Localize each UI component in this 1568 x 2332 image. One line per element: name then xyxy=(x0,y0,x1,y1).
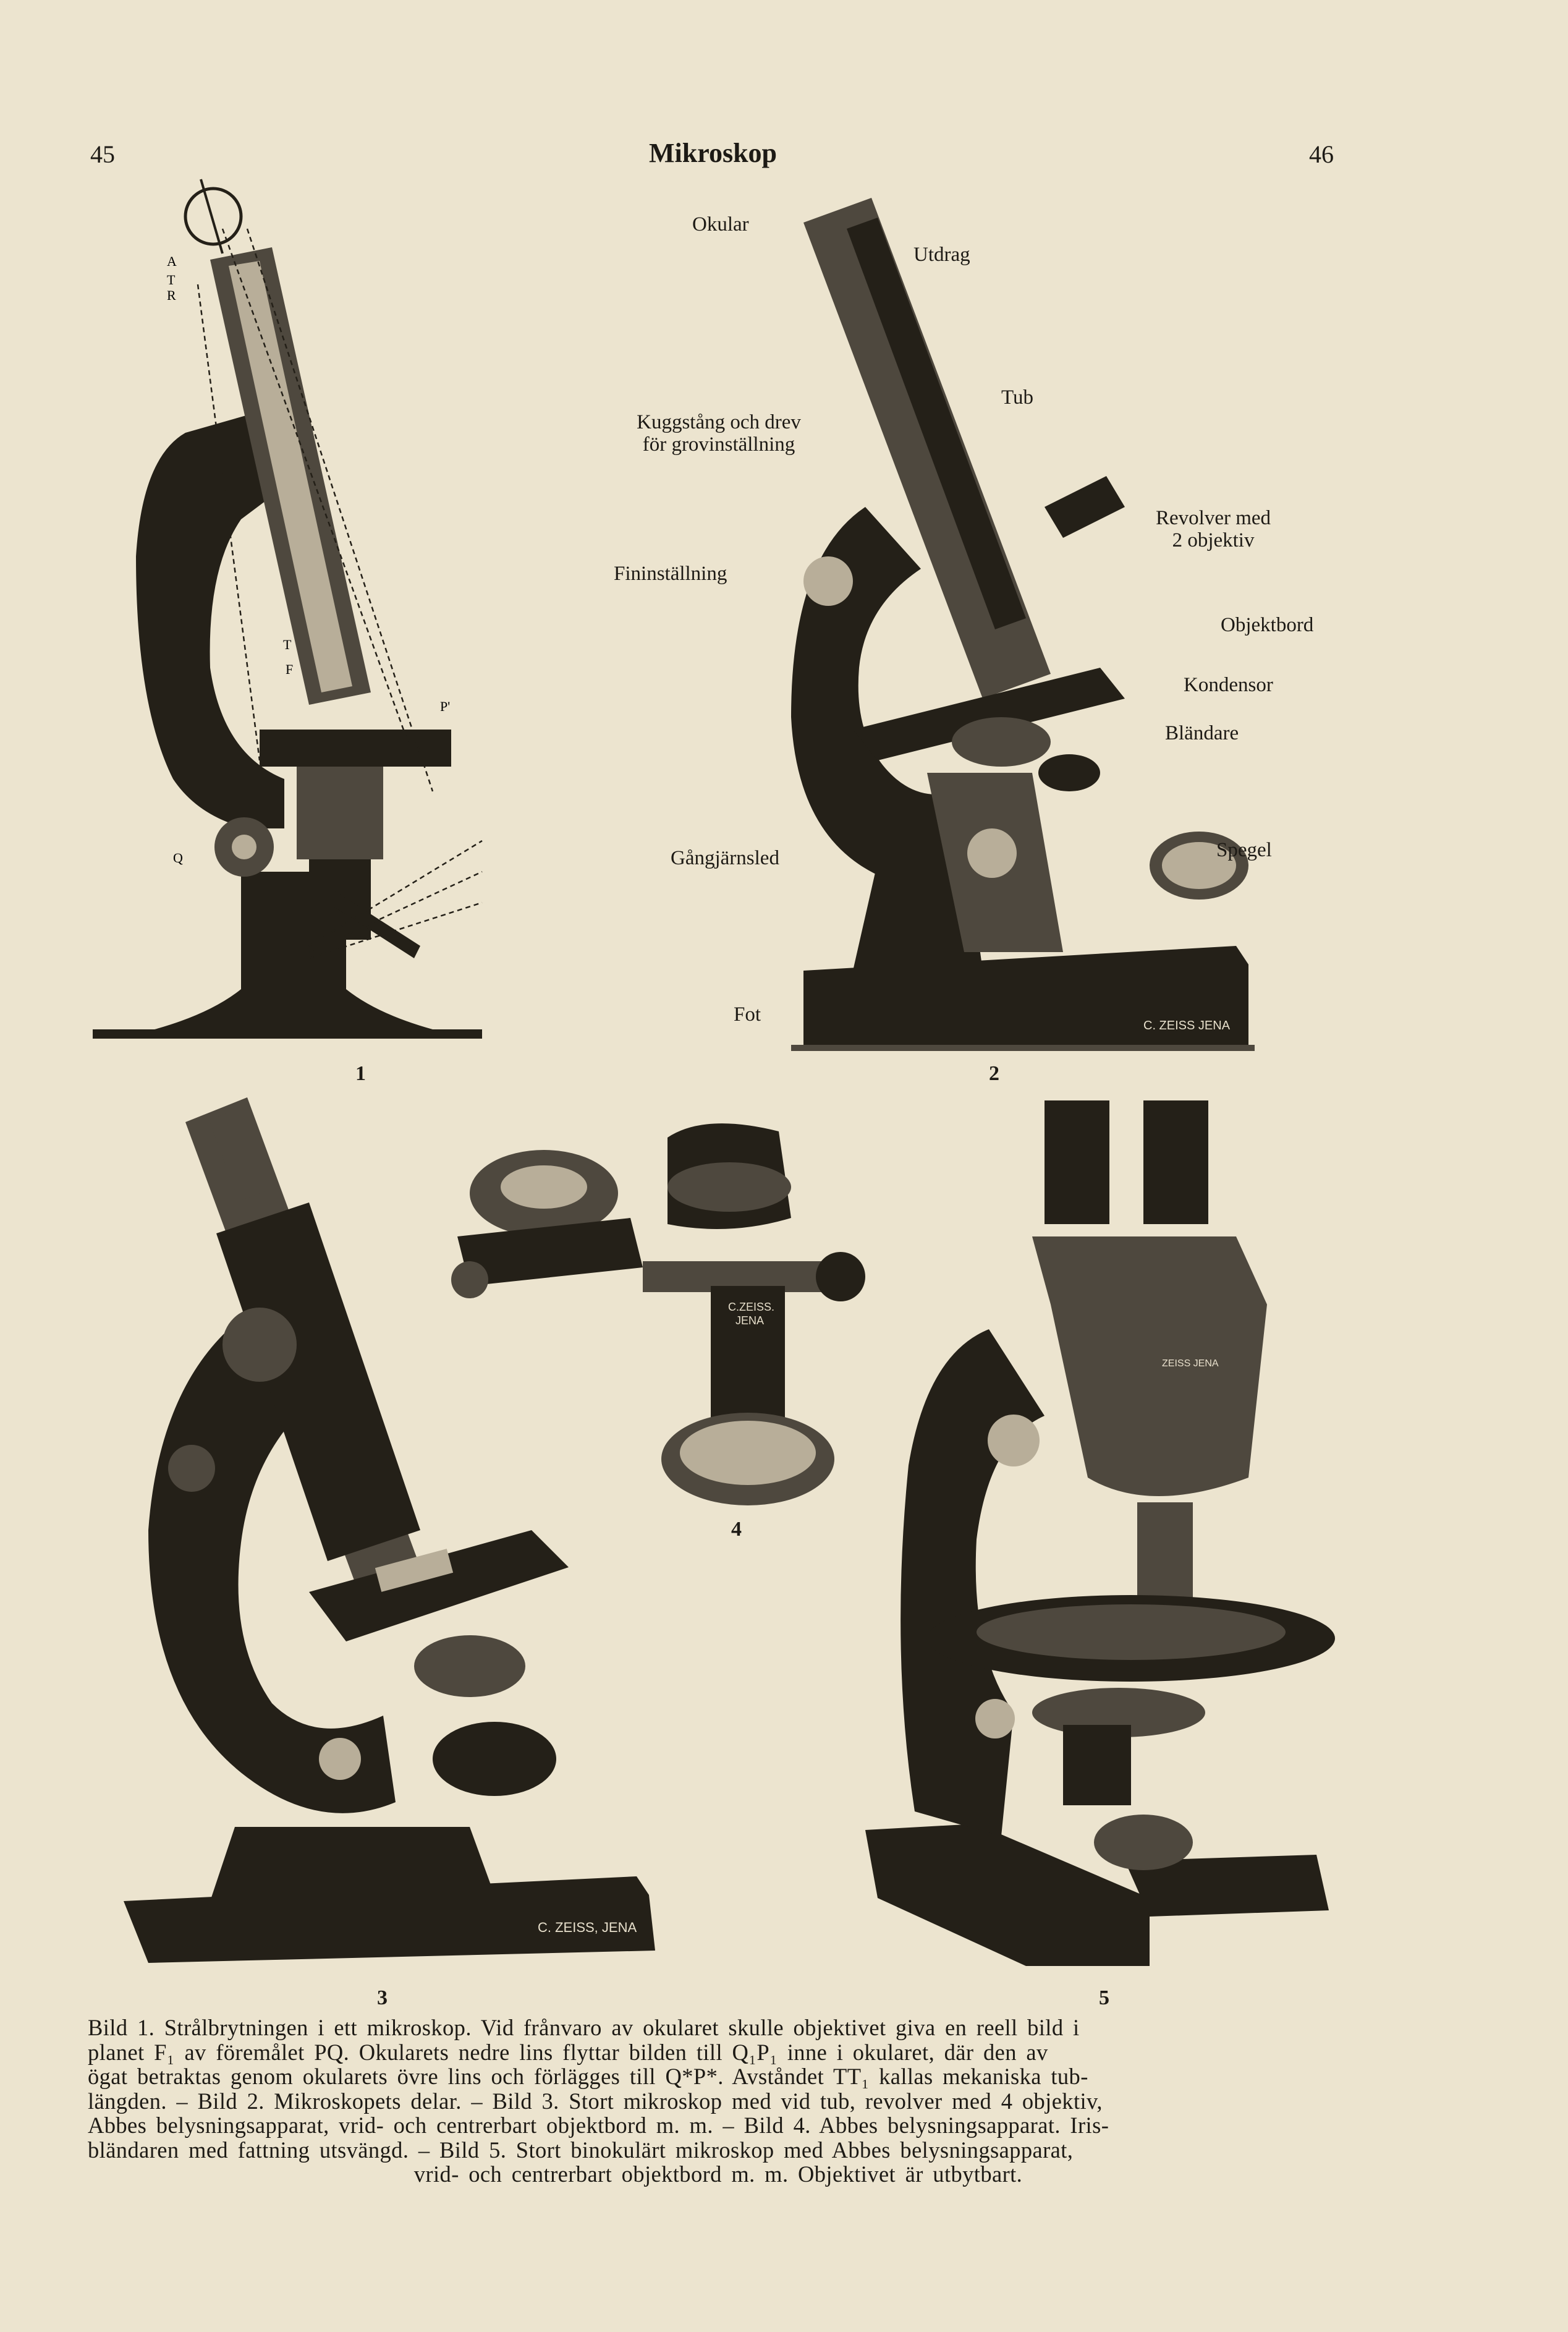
label-fininstallning: Fininställning xyxy=(614,563,727,585)
label-kuggstang-line2: för grovinställning xyxy=(642,433,795,456)
caption-line-2: planet F₁ av föremålet PQ. Okularets ned… xyxy=(88,2039,1048,2065)
figure-4-illustration xyxy=(451,1123,865,1505)
fig1-letter-a: A xyxy=(167,253,177,269)
figure-1-number: 1 xyxy=(355,1062,366,1085)
fig1-letter-t: T xyxy=(167,272,176,287)
fig1-letter-t1: T xyxy=(283,637,292,652)
page-title: Mikroskop xyxy=(649,138,778,168)
figure-caption: Bild 1. Strålbrytningen i ett mikroskop.… xyxy=(88,2015,1349,2187)
label-revolver-line2: 2 objektiv xyxy=(1172,529,1255,551)
figure-5-illustration xyxy=(865,1100,1335,1966)
fig4-maker-mark-line1: C.ZEISS. xyxy=(728,1301,774,1313)
label-okular: Okular xyxy=(692,213,749,236)
fig1-letter-f: F xyxy=(286,662,293,677)
caption-line-5: Abbes belysningsapparat, vrid- och centr… xyxy=(88,2113,1109,2138)
fig1-letter-r: R xyxy=(167,287,176,303)
figure-5-binocular-microscope: ZEISS JENA xyxy=(865,1100,1335,1966)
label-kuggstang: Kuggstång och drev för grovinställning xyxy=(608,411,830,456)
label-fot: Fot xyxy=(734,1003,761,1026)
label-gangjarnsled: Gångjärnsled xyxy=(671,847,779,869)
figure-3-illustration xyxy=(124,1097,655,1963)
figure-5-number: 5 xyxy=(1099,1986,1109,2009)
page-number-left: 45 xyxy=(90,140,115,168)
fig4-maker-mark-line2: JENA xyxy=(735,1314,764,1327)
label-objektbord: Objektbord xyxy=(1221,614,1314,636)
fig2-maker-mark: C. ZEISS JENA xyxy=(1143,1019,1231,1032)
figure-1-ray-diagram: A T R T F P' Q xyxy=(93,179,483,1039)
figure-2-number: 2 xyxy=(989,1062,999,1085)
fig5-maker-mark: ZEISS JENA xyxy=(1162,1358,1219,1369)
caption-line-4: längden. – Bild 2. Mikroskopets delar. –… xyxy=(88,2088,1103,2114)
page-number-right: 46 xyxy=(1309,140,1334,168)
figure-4-abbe-apparatus: C.ZEISS. JENA xyxy=(451,1123,865,1505)
caption-line-6: bländaren med fattning utsvängd. – Bild … xyxy=(88,2137,1074,2163)
fig1-letter-q: Q xyxy=(173,850,183,866)
caption-line-1: Bild 1. Strålbrytningen i ett mikroskop.… xyxy=(88,2015,1080,2040)
figure-3-number: 3 xyxy=(377,1986,388,2009)
label-revolver-line1: Revolver med xyxy=(1156,507,1271,529)
label-spegel: Spegel xyxy=(1216,839,1272,861)
label-utdrag: Utdrag xyxy=(913,244,970,266)
caption-line-3: ögat betraktas genom okularets övre lins… xyxy=(88,2064,1088,2089)
caption-line-7: vrid- och centrerbart objektbord m. m. O… xyxy=(413,2161,1023,2187)
label-blandare: Bländare xyxy=(1165,722,1239,744)
figure-3-large-microscope: C. ZEISS, JENA xyxy=(124,1097,655,1963)
figure-2-illustration xyxy=(791,198,1255,1051)
label-revolver: Revolver med 2 objektiv xyxy=(1156,507,1271,551)
label-tub: Tub xyxy=(1001,386,1033,409)
label-kondensor: Kondensor xyxy=(1184,674,1273,696)
figure-4-number: 4 xyxy=(731,1518,742,1541)
fig1-letter-p: P' xyxy=(440,699,450,714)
figure-1-illustration xyxy=(93,179,483,1039)
fig3-maker-mark: C. ZEISS, JENA xyxy=(538,1920,637,1935)
figure-2-microscope-parts: C. ZEISS JENA xyxy=(791,198,1255,1051)
label-kuggstang-line1: Kuggstång och drev xyxy=(637,411,801,433)
